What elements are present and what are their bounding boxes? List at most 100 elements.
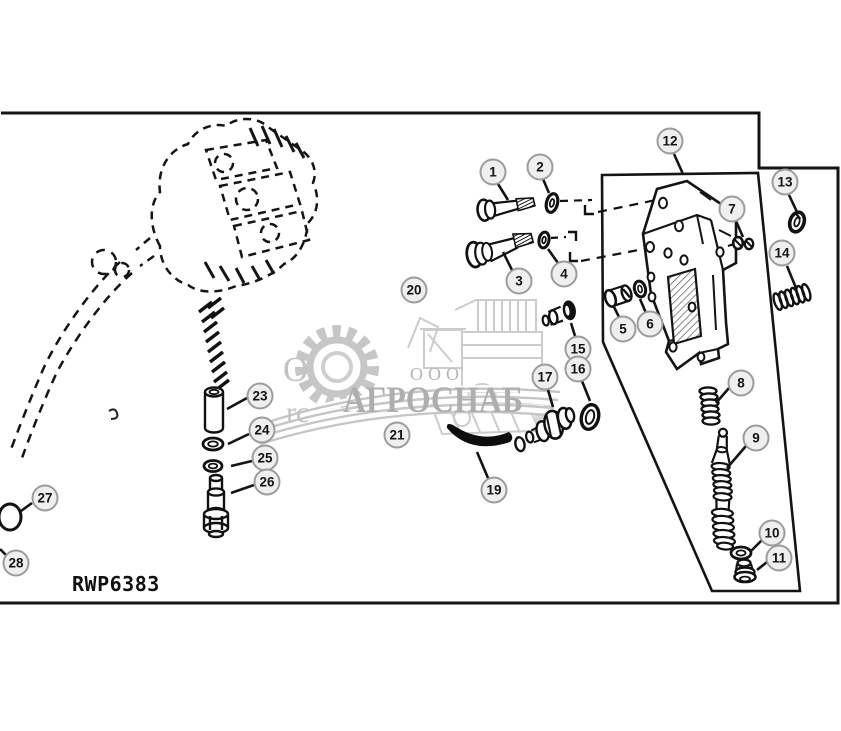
callout-leader-4 — [546, 248, 560, 264]
callout-leader-10 — [750, 539, 763, 552]
svg-text:5: 5 — [619, 322, 627, 337]
swoosh-lines — [255, 385, 561, 446]
part-ring-13 — [787, 210, 807, 234]
watermark-fragment-2: rc — [286, 396, 309, 429]
part-ring-10 — [729, 545, 753, 561]
watermark-company: АГРОСНАБ — [343, 380, 523, 421]
callout-28: 28 — [2, 549, 30, 577]
callout-leader-11 — [756, 560, 768, 572]
callout-26: 26 — [253, 468, 281, 496]
svg-text:19: 19 — [486, 483, 501, 498]
callout-21: 21 — [383, 421, 411, 449]
svg-text:15: 15 — [570, 342, 586, 357]
part-washer-2 — [544, 192, 560, 214]
svg-text:11: 11 — [772, 551, 787, 566]
callout-leader-3 — [501, 251, 514, 271]
callout-leader-8 — [715, 387, 730, 404]
callout-24: 24 — [248, 416, 276, 444]
inset-panel-border — [600, 171, 802, 593]
callout-5: 5 — [609, 315, 637, 343]
callout-leader-27 — [20, 501, 33, 513]
callout-7: 7 — [718, 195, 746, 223]
part-seal-16 — [579, 402, 601, 432]
svg-text:17: 17 — [537, 370, 552, 385]
callout-leader-9 — [726, 445, 747, 469]
callout-leader-24 — [227, 432, 250, 446]
callout-20: 20 — [400, 276, 428, 304]
agrosnab-watermark: ООО АГРОСНАБ O rc — [255, 299, 561, 446]
svg-text:14: 14 — [774, 246, 790, 261]
watermark-org-form: ООО — [410, 364, 464, 384]
part-spring-14 — [772, 283, 812, 311]
callout-6: 6 — [636, 310, 664, 338]
callout-leader-12 — [672, 153, 685, 175]
svg-text:24: 24 — [254, 423, 270, 438]
svg-text:9: 9 — [752, 431, 760, 446]
svg-text:23: 23 — [252, 389, 268, 404]
callout-14: 14 — [768, 239, 796, 267]
callout-3: 3 — [505, 267, 533, 295]
callout-1: 1 — [479, 158, 507, 186]
hatched-rod — [197, 296, 231, 392]
callout-leader-1 — [496, 183, 510, 201]
callout-13: 13 — [771, 168, 799, 196]
part-relief-valve-17 — [514, 406, 576, 453]
svg-text:4: 4 — [560, 267, 568, 282]
part-dark-crescent-19 — [446, 424, 513, 447]
svg-text:10: 10 — [764, 526, 779, 541]
callout-leader-2 — [541, 178, 551, 194]
callout-leader-15 — [569, 322, 577, 337]
part-spring-8 — [698, 386, 721, 426]
svg-text:20: 20 — [406, 283, 421, 298]
callout-leader-14 — [785, 265, 798, 289]
part-oring-27 — [0, 502, 23, 532]
callout-15: 15 — [564, 335, 592, 363]
callout-leader-13 — [787, 194, 799, 213]
part-bolt-3 — [465, 232, 535, 269]
part-oring-25 — [202, 459, 224, 473]
svg-text:1: 1 — [489, 165, 497, 180]
callout-11: 11 — [765, 544, 793, 572]
callout-9: 9 — [742, 424, 770, 452]
callout-25: 25 — [251, 444, 279, 472]
small-mark — [108, 408, 119, 420]
callout-leader-25 — [230, 459, 253, 468]
svg-text:13: 13 — [777, 175, 793, 190]
svg-text:27: 27 — [37, 491, 52, 506]
part-screws-7 — [727, 235, 755, 251]
figure-frame — [0, 111, 840, 605]
gear-watermark-icon — [295, 325, 379, 409]
svg-text:6: 6 — [646, 317, 654, 332]
callout-leader-17 — [546, 389, 555, 408]
svg-text:28: 28 — [8, 556, 24, 571]
callout-23: 23 — [246, 382, 274, 410]
callout-19: 19 — [480, 476, 508, 504]
part-plug-5 — [603, 284, 633, 309]
part-fitting-26 — [202, 473, 230, 539]
figure-code: RWP6383 — [72, 572, 160, 596]
callout-leader-26 — [230, 483, 255, 495]
part-valve-cover-12 — [641, 179, 738, 371]
callout-17: 17 — [531, 363, 559, 391]
svg-text:25: 25 — [257, 451, 273, 466]
callout-2: 2 — [526, 153, 554, 181]
part-adjusting-screw-9 — [710, 427, 737, 551]
part-sensor-15 — [541, 300, 576, 327]
svg-text:7: 7 — [728, 202, 736, 217]
callout-4: 4 — [550, 260, 578, 288]
callout-leader-5 — [611, 304, 621, 318]
part-bolt-1 — [476, 197, 536, 222]
part-bushing-23 — [203, 386, 225, 434]
callout-leader-7 — [734, 220, 745, 238]
svg-text:16: 16 — [570, 362, 586, 377]
callout-10: 10 — [758, 519, 786, 547]
callout-16: 16 — [564, 355, 592, 383]
svg-text:8: 8 — [737, 376, 745, 391]
cover-holes — [645, 196, 725, 363]
hose-dashed — [8, 248, 133, 459]
part-fitting-11 — [733, 558, 757, 584]
callout-8: 8 — [727, 369, 755, 397]
callout-12: 12 — [656, 127, 684, 155]
